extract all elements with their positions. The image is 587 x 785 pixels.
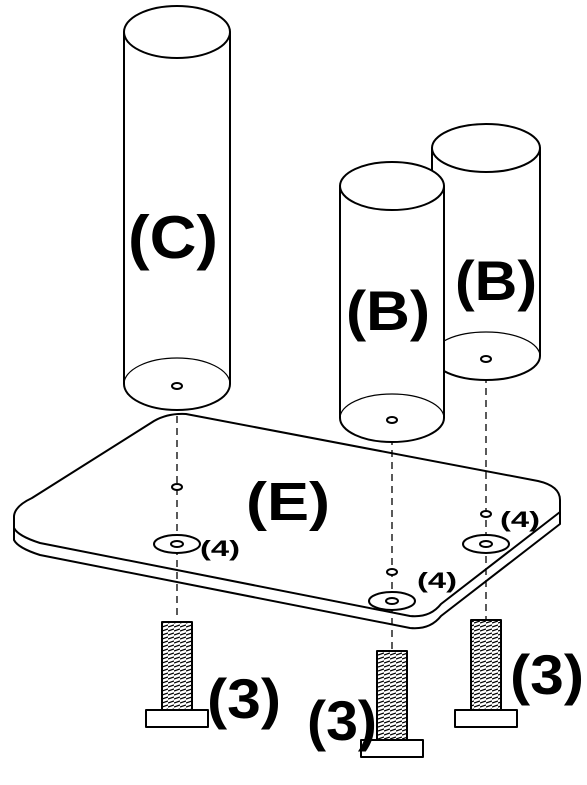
- washer-left: [153, 534, 201, 554]
- post-c: [123, 5, 231, 411]
- label-screw-right: (3): [510, 643, 584, 706]
- washer-right: [462, 534, 510, 554]
- label-screw-left: (3): [207, 667, 281, 730]
- alignment-lines: [176, 364, 487, 650]
- base-plate: [13, 412, 561, 630]
- post-b-back: [431, 123, 541, 381]
- label-post-b-back: (B): [455, 249, 537, 312]
- screw-left: [145, 621, 209, 728]
- label-plate: (E): [246, 472, 330, 532]
- label-washer-middle: (4): [417, 568, 457, 593]
- label-screw-middle: (3): [307, 689, 377, 752]
- label-post-b-front: (B): [346, 279, 430, 342]
- plate-hole-left: [171, 483, 183, 491]
- screw-right: [454, 619, 518, 728]
- washer-middle: [368, 591, 416, 611]
- post-b-front: [339, 161, 445, 443]
- label-post-c: (C): [128, 204, 218, 271]
- screw-middle: [360, 650, 424, 758]
- plate-hole-middle: [386, 568, 398, 576]
- plate-hole-right: [480, 510, 492, 518]
- label-washer-right: (4): [500, 507, 540, 532]
- label-washer-left: (4): [200, 536, 240, 561]
